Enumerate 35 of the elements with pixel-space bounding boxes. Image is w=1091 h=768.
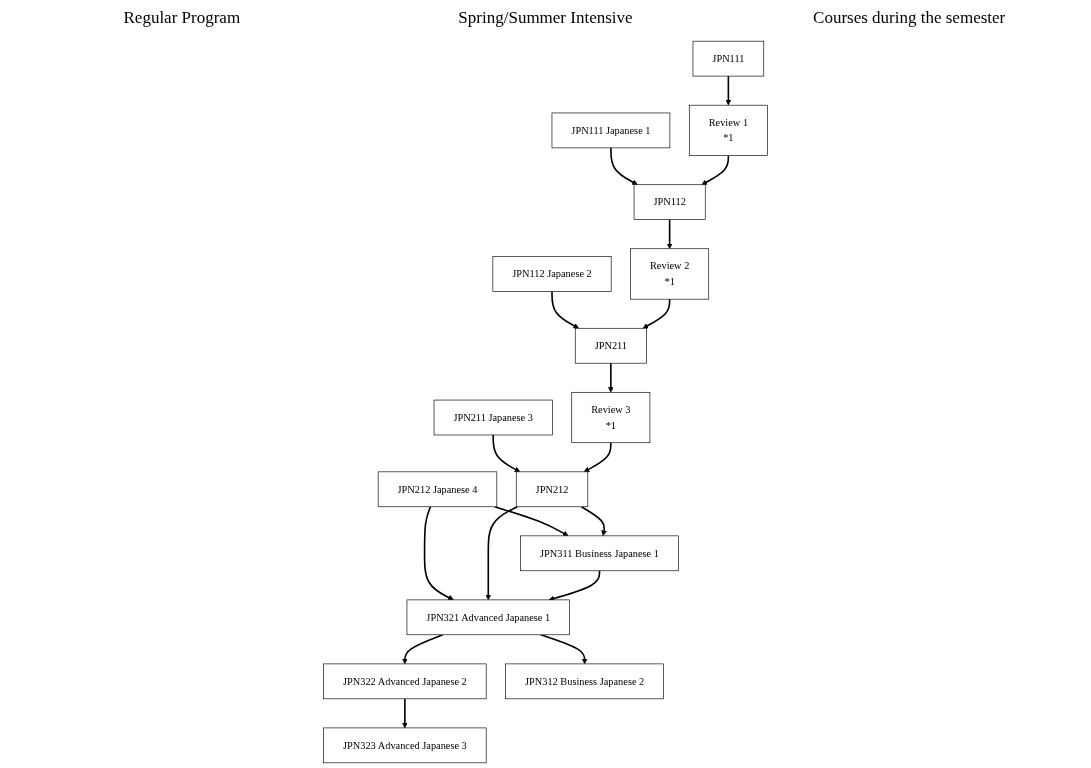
column-heading: Courses during the semester [812, 8, 1007, 28]
node-box: JPN323 Advanced Japanese 3 [323, 727, 487, 764]
node-box: JPN312 Business Japanese 2 [505, 663, 664, 700]
arrow [402, 634, 444, 665]
arrow [701, 154, 730, 185]
node-box: JPN322 Advanced Japanese 2 [323, 663, 487, 700]
node-box: JPN211 Japanese 3 [433, 399, 553, 436]
node-box: JPN321 Advanced Japanese 1 [406, 599, 570, 636]
arrow [666, 218, 673, 249]
node-box: JPN211 [574, 327, 647, 364]
node-box: JPN111 [692, 40, 765, 77]
arrow [608, 362, 614, 393]
node-box: Review 1 *1 [688, 104, 768, 156]
node-box: Review 3 *1 [571, 391, 651, 444]
arrow [725, 75, 732, 106]
node-box: JPN212 [515, 471, 589, 508]
node-box: JPN111 Japanese 1 [551, 112, 671, 149]
node-box: JPN112 [633, 184, 706, 220]
arrow [610, 147, 638, 185]
arrow [485, 505, 519, 601]
arrow [551, 290, 579, 329]
arrow [583, 441, 612, 473]
arrow [642, 298, 671, 329]
node-box: JPN112 Japanese 2 [492, 256, 612, 292]
arrow [402, 698, 408, 729]
arrow [493, 505, 569, 537]
node-box: Review 2 *1 [630, 248, 710, 300]
column-heading: Spring/Summer Intensive [457, 8, 634, 28]
node-box: JPN311 Business Japanese 1 [520, 535, 679, 572]
column-heading: Regular Program [122, 8, 242, 28]
arrow [423, 505, 454, 601]
arrow [580, 505, 607, 537]
arrow [492, 434, 521, 473]
arrow [540, 634, 588, 665]
node-box: JPN212 Japanese 4 [377, 471, 498, 508]
